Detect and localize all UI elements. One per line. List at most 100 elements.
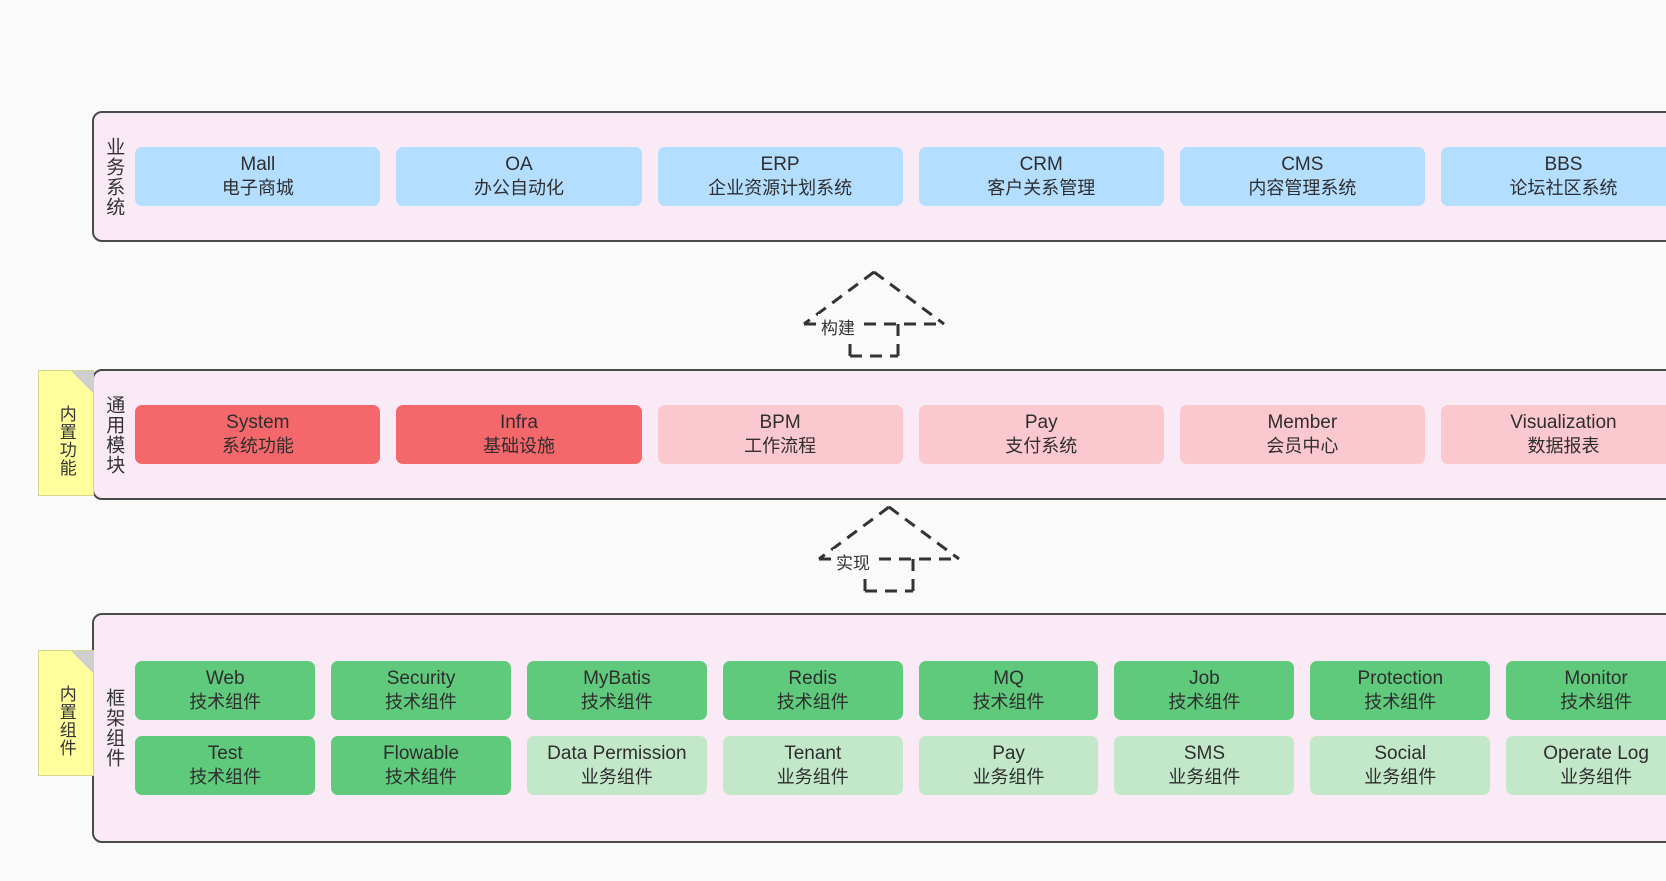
node-title-en: ERP <box>760 153 800 175</box>
node-job[interactable]: Job 技术组件 <box>1114 660 1295 720</box>
node-row: Test 技术组件 Flowable 技术组件 Data Permission … <box>135 736 1666 796</box>
node-title-en: CMS <box>1281 153 1324 175</box>
node-monitor[interactable]: Monitor 技术组件 <box>1506 660 1666 720</box>
node-security[interactable]: Security 技术组件 <box>331 660 511 720</box>
node-mq[interactable]: MQ 技术组件 <box>918 660 1099 720</box>
node-title-cn: 支付系统 <box>1005 436 1078 457</box>
layer-common-modules: 通用模块 System 系统功能 Infra 基础设施 BPM 工作流程 Pay… <box>92 369 1666 500</box>
node-sms[interactable]: SMS 业务组件 <box>1114 736 1295 796</box>
node-redis[interactable]: Redis 技术组件 <box>722 660 903 720</box>
node-title-cn: 内容管理系统 <box>1248 178 1357 199</box>
node-title-cn: 业务组件 <box>1364 767 1437 788</box>
node-title-cn: 技术组件 <box>776 691 849 712</box>
note-fold-icon <box>71 371 93 393</box>
node-title-en: MyBatis <box>583 667 651 689</box>
connector-implement-label: 实现 <box>833 549 873 574</box>
node-title-en: BPM <box>759 411 801 433</box>
node-title-cn: 技术组件 <box>189 767 262 788</box>
node-title-cn: 业务组件 <box>580 767 653 788</box>
layer-title-common-modules: 通用模块 <box>103 394 125 475</box>
note-builtin-features-label: 内置功能 <box>56 405 76 477</box>
node-title-cn: 技术组件 <box>385 767 458 788</box>
node-title-en: MQ <box>993 667 1024 689</box>
node-mall[interactable]: Mall 电子商城 <box>135 146 381 207</box>
layer-business-systems: 业务系统 Mall 电子商城 OA 办公自动化 ERP 企业资源计划系统 CRM… <box>92 111 1666 242</box>
node-title-cn: 业务组件 <box>972 767 1045 788</box>
node-title-cn: 业务组件 <box>1168 767 1241 788</box>
node-infra[interactable]: Infra 基础设施 <box>396 404 642 465</box>
node-title-cn: 数据报表 <box>1527 436 1600 457</box>
node-title-en: System <box>226 411 290 433</box>
node-crm[interactable]: CRM 客户关系管理 <box>918 146 1164 207</box>
note-builtin-components[interactable]: 内置组件 <box>38 650 94 776</box>
node-pay-component[interactable]: Pay 业务组件 <box>918 736 1099 796</box>
layer-body-common-modules: System 系统功能 Infra 基础设施 BPM 工作流程 Pay 支付系统… <box>131 371 1666 498</box>
node-title-en: Test <box>207 743 243 764</box>
node-title-en: Operate Log <box>1543 743 1649 764</box>
node-row: Web 技术组件 Security 技术组件 MyBatis 技术组件 Redi… <box>135 660 1666 720</box>
node-erp[interactable]: ERP 企业资源计划系统 <box>657 146 903 207</box>
node-title-en: Social <box>1374 743 1427 764</box>
note-fold-icon <box>71 651 93 673</box>
connector-build: 构建 <box>800 268 948 358</box>
node-system[interactable]: System 系统功能 <box>135 404 381 465</box>
node-title-en: SMS <box>1183 743 1225 764</box>
node-title-en: Tenant <box>784 743 842 764</box>
node-web[interactable]: Web 技术组件 <box>135 660 316 720</box>
node-title-cn: 工作流程 <box>744 436 817 457</box>
node-title-en: BBS <box>1544 153 1583 175</box>
node-bbs[interactable]: BBS 论坛社区系统 <box>1440 146 1666 207</box>
node-title-cn: 系统功能 <box>221 436 294 457</box>
layer-body-framework-components: Web 技术组件 Security 技术组件 MyBatis 技术组件 Redi… <box>131 615 1666 841</box>
node-social[interactable]: Social 业务组件 <box>1310 736 1491 796</box>
node-pay-module[interactable]: Pay 支付系统 <box>918 404 1164 465</box>
node-title-en: Protection <box>1357 667 1444 689</box>
node-tenant[interactable]: Tenant 业务组件 <box>722 736 903 796</box>
node-title-cn: 业务组件 <box>1560 767 1633 788</box>
node-title-en: Monitor <box>1564 667 1628 689</box>
connector-implement: 实现 <box>815 503 963 593</box>
node-title-en: Flowable <box>383 743 460 764</box>
node-title-cn: 办公自动化 <box>473 178 564 199</box>
node-mybatis[interactable]: MyBatis 技术组件 <box>526 660 707 720</box>
node-title-cn: 基础设施 <box>482 436 555 457</box>
node-title-cn: 电子商城 <box>221 178 294 199</box>
node-title-cn: 技术组件 <box>1560 691 1633 712</box>
node-visualization[interactable]: Visualization 数据报表 <box>1440 404 1666 465</box>
node-member[interactable]: Member 会员中心 <box>1179 404 1425 465</box>
node-title-en: Member <box>1267 411 1338 433</box>
node-oa[interactable]: OA 办公自动化 <box>396 146 642 207</box>
node-title-en: CRM <box>1019 153 1063 175</box>
node-test[interactable]: Test 技术组件 <box>135 736 316 796</box>
node-title-cn: 论坛社区系统 <box>1509 178 1618 199</box>
connector-build-icon <box>803 270 945 358</box>
node-title-en: OA <box>505 153 533 175</box>
layer-body-business-systems: Mall 电子商城 OA 办公自动化 ERP 企业资源计划系统 CRM 客户关系… <box>131 113 1666 240</box>
node-flowable[interactable]: Flowable 技术组件 <box>331 736 511 796</box>
layer-title-business-systems: 业务系统 <box>103 136 125 217</box>
node-row: System 系统功能 Infra 基础设施 BPM 工作流程 Pay 支付系统… <box>135 404 1666 465</box>
node-title-cn: 业务组件 <box>776 767 849 788</box>
connector-implement-icon <box>818 505 960 593</box>
node-title-en: Visualization <box>1510 411 1617 433</box>
node-title-en: Mall <box>240 153 276 175</box>
connector-build-label: 构建 <box>818 314 858 339</box>
node-operate-log[interactable]: Operate Log 业务组件 <box>1506 736 1666 796</box>
layer-title-framework-components: 框架组件 <box>103 688 125 768</box>
note-builtin-features[interactable]: 内置功能 <box>38 370 94 496</box>
layer-framework-components: 框架组件 Web 技术组件 Security 技术组件 MyBatis 技术组件… <box>92 613 1666 843</box>
node-cms[interactable]: CMS 内容管理系统 <box>1179 146 1425 207</box>
node-title-cn: 技术组件 <box>1364 691 1437 712</box>
node-title-en: Job <box>1189 667 1220 689</box>
note-builtin-components-label: 内置组件 <box>56 685 76 757</box>
node-title-en: Data Permission <box>547 743 687 764</box>
node-title-cn: 技术组件 <box>972 691 1045 712</box>
node-data-permission[interactable]: Data Permission 业务组件 <box>526 736 707 796</box>
node-protection[interactable]: Protection 技术组件 <box>1310 660 1491 720</box>
node-title-en: Security <box>386 667 456 689</box>
node-row: Mall 电子商城 OA 办公自动化 ERP 企业资源计划系统 CRM 客户关系… <box>135 146 1666 207</box>
node-title-cn: 技术组件 <box>580 691 653 712</box>
node-bpm[interactable]: BPM 工作流程 <box>657 404 903 465</box>
node-title-en: Pay <box>992 743 1025 764</box>
